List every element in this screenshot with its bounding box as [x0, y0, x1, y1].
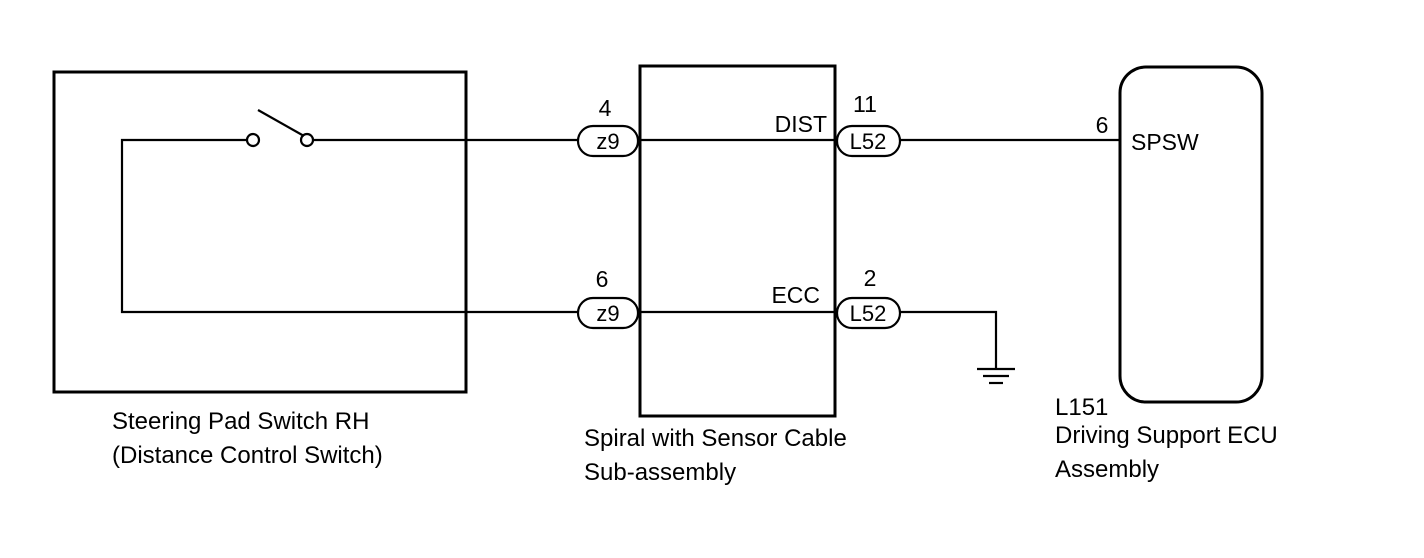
connector-l52-bottom-label: L52 [850, 301, 887, 326]
steering-switch-caption-2: (Distance Control Switch) [112, 442, 383, 469]
connector-z9-top-label: z9 [596, 129, 619, 154]
pin-z9-6: 6 [596, 266, 609, 292]
terminal-dist: DIST [775, 111, 827, 137]
switch-blade [257, 109, 305, 137]
pin-l52-11: 11 [853, 91, 877, 117]
switch-contact-left [245, 132, 261, 148]
ecu-caption-2: Assembly [1055, 456, 1159, 483]
steering-switch-caption-1: Steering Pad Switch RH [112, 408, 369, 435]
switch-internal-wire [120, 138, 578, 314]
pin-l151-6: 6 [1096, 112, 1109, 138]
ecu-connector-id: L151 [1055, 394, 1108, 421]
connector-z9-top: z9 [576, 124, 640, 158]
pin-z9-4: 4 [599, 95, 612, 121]
spiral-cable-box [638, 64, 837, 418]
ground-icon [977, 367, 1015, 385]
spiral-cable-caption-2: Sub-assembly [584, 459, 736, 486]
connector-l52-top-label: L52 [850, 129, 887, 154]
pin-l52-2: 2 [864, 265, 877, 291]
driving-support-ecu-box [1118, 65, 1264, 404]
terminal-spsw: SPSW [1131, 129, 1199, 155]
steering-switch-box [52, 70, 468, 394]
connector-z9-bottom-label: z9 [596, 301, 619, 326]
connector-z9-bottom: z9 [576, 296, 640, 330]
connector-l52-top: L52 [835, 124, 902, 158]
terminal-ecc: ECC [771, 282, 820, 308]
wire-l52-2-to-ground [900, 310, 998, 369]
connector-l52-bottom: L52 [835, 296, 902, 330]
ecu-caption-1: Driving Support ECU [1055, 422, 1278, 449]
spiral-cable-caption-1: Spiral with Sensor Cable [584, 425, 847, 452]
